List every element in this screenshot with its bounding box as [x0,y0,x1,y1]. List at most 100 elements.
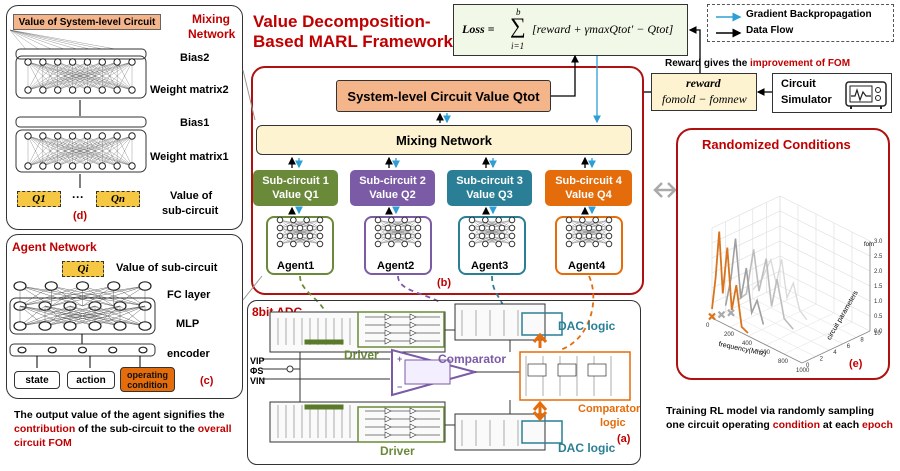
dac-logic-top-frame [521,312,563,336]
agent-2-box [364,216,432,275]
plot-grid [711,195,871,364]
system-level-value-box: System-level Circuit Value Qtot [336,80,551,112]
agent-1-network-icon [276,216,324,248]
connection [42,135,133,167]
connection [44,305,146,327]
connection [9,29,118,53]
connection [27,135,103,167]
zoom-line [242,275,263,301]
y-tick-label: 10 [874,331,881,337]
connection [27,61,73,91]
connection [27,61,133,91]
reward-note-highlight: improvement of FOM [750,58,851,69]
subcircuit-1-value: Value Q1 [272,189,319,201]
dac-logic-top [454,303,546,341]
oscilloscope-icon [845,81,887,109]
operating-condition-input-box: operating condition [120,367,175,392]
sample-marker [727,309,735,317]
logic-gate [527,363,547,377]
comparator-logic-label-2: logic [600,417,626,429]
connection [57,135,133,167]
encoder-row [17,346,148,354]
fc-layer-label: FC layer [167,289,211,301]
agent-3-network-icon [468,216,516,248]
comparator-plus: + [397,354,402,364]
mixing-network-graphic [9,29,147,188]
qtot-to-loss-arrow [551,54,579,97]
buffer-symbol [384,407,392,415]
train-highlight-2: epoch [862,419,893,431]
encoder-label: encoder [167,348,210,360]
legend-gradient-label: Gradient Backpropagation [746,9,872,20]
logic-gate [557,363,577,377]
agent-4-box [555,216,623,275]
panel-e-tag: (e) [849,358,863,370]
subcircuit-2-value: Value Q2 [369,189,416,201]
connection [102,61,133,91]
train-part-1: Training RL model via randomly sampling … [666,405,875,431]
agent-network-graphic [9,281,156,368]
x-tick-label: 400 [742,341,753,347]
vin-label: VIN [250,376,266,386]
condition-arrow [653,182,677,198]
title-line-1: Value Decomposition- [253,12,431,31]
node-row [24,86,136,94]
connection [27,135,133,167]
legend-arrows [716,12,742,38]
q-dots: ··· [72,190,84,204]
z-tick-label: 1.5 [874,284,883,290]
y-tick-label: 2 [820,357,824,363]
driver-bottom-bar [304,404,344,410]
dac-logic-bottom-label: DAC logic [558,441,616,455]
agent-2-to-subcircuit-link [397,275,441,303]
dac-logic-top-label: DAC logic [558,319,616,333]
legend-box: Gradient Backpropagation Data Flow [707,4,894,42]
z-tick-label: 2.5 [874,254,883,260]
connection [9,29,43,53]
driver-bottom-frame [357,406,445,443]
sample-marker [708,312,716,321]
comparator-minus: − [397,382,402,392]
connection [27,61,103,91]
y-tick-label: 6 [847,344,851,350]
train-part-2: at each [820,419,863,431]
buffer-symbol [409,431,417,439]
connection [57,61,133,91]
fom-curve-orange [711,231,749,334]
loss-sum-bottom: i=1 [511,41,525,51]
reward-note-prefix: Reward gives the [665,58,751,69]
loss-lhs: Loss = [462,22,495,36]
plot-axes [711,241,871,364]
driver-top-label: Driver [344,348,379,362]
bias1-bar [15,116,147,128]
sample-marker [717,310,726,319]
y-tick-label: 8 [860,337,864,343]
bias1-label: Bias1 [180,117,210,129]
weight-matrix2-label: Weight matrix2 [150,84,229,96]
simulator-label-1: Circuit [781,78,816,90]
buffer-symbol [384,313,392,321]
comparator-logic-arrow [532,332,548,348]
agent-4-network-icon [565,216,613,248]
connection [102,135,133,167]
connection [27,135,88,167]
circuit-simulator-box: Circuit Simulator [772,73,892,113]
y-tick-label: 0 [806,363,810,369]
connection [117,135,133,167]
system-level-value-label: System-level Circuit Value Qtot [347,88,540,104]
mixing-panel-title-2: Network [188,27,236,41]
fc-row [13,281,152,291]
connection [87,61,133,91]
legend-dataflow-label: Data Flow [746,25,794,36]
buffer-symbol [409,337,417,345]
train-highlight-1: condition [772,419,821,431]
comparator-label: Comparator [438,352,507,366]
fom-curve-middle [738,249,794,330]
connection [94,305,146,327]
